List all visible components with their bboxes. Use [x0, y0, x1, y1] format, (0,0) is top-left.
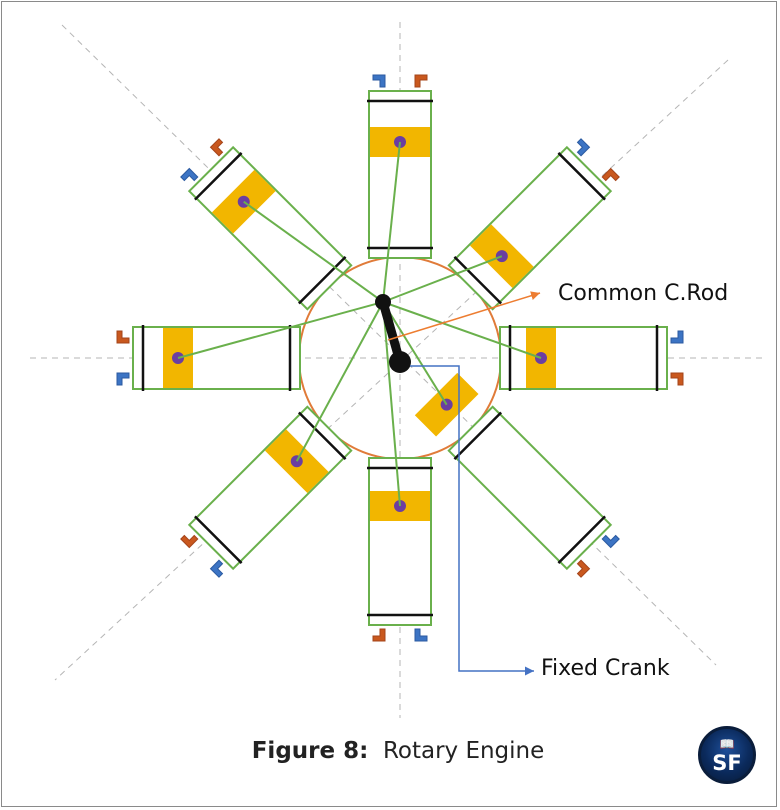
- common-rod-label: Common C.Rod: [558, 281, 729, 306]
- figure-number: Figure 8:: [251, 738, 369, 764]
- crank-group: [375, 294, 411, 373]
- valve-intake-right: [670, 330, 684, 344]
- cylinder-right-body: [499, 326, 668, 390]
- cylinder-upper-right-base-line: [453, 255, 503, 305]
- master-rod-hub: [375, 294, 391, 310]
- valve-intake-upper-right: [576, 138, 591, 157]
- cylinder-upper-right-head-line: [557, 152, 606, 201]
- valve-exhaust-left: [116, 330, 130, 344]
- valve-exhaust-top: [414, 74, 428, 88]
- valve-exhaust-lower-left: [180, 534, 199, 549]
- figure-title: Rotary Engine: [382, 738, 545, 764]
- sf-logo-letters: SF: [712, 751, 742, 775]
- rod-upper-left: [243, 200, 384, 303]
- cylinder-right: [499, 325, 684, 391]
- rod-left: [177, 301, 384, 359]
- cylinder-bottom: [367, 457, 433, 642]
- cylinder-left: [116, 325, 301, 391]
- common-rod-arrow: [387, 291, 541, 341]
- valve-intake-upper-left: [180, 167, 199, 182]
- cylinder-upper-left: [180, 138, 353, 311]
- sf-logo: 📖 SF: [698, 726, 756, 784]
- cylinder-left-body: [132, 326, 301, 390]
- cylinder-lower-right-body: [447, 405, 613, 571]
- valve-intake-lower-right: [601, 534, 620, 549]
- valve-intake-lower-left: [209, 559, 224, 578]
- valve-exhaust-lower-right: [576, 559, 591, 578]
- cylinder-top-body: [368, 90, 432, 259]
- valve-intake-bottom: [414, 628, 428, 642]
- cylinder-lower-left-base-line: [297, 411, 347, 461]
- cylinder-lower-left-head-line: [194, 515, 243, 564]
- valve-exhaust-right: [670, 372, 684, 386]
- cylinder-lower-left: [180, 405, 353, 578]
- guide-diagonal-1: [61, 24, 717, 666]
- rod-right: [382, 301, 542, 359]
- cylinder-upper-left-base-line: [297, 255, 347, 305]
- cylinder-upper-left-body: [187, 145, 353, 311]
- fixed-crank-label: Fixed Crank: [541, 656, 670, 681]
- callouts-group: [387, 291, 541, 676]
- valve-intake-left: [116, 372, 130, 386]
- cylinder-upper-right-body: [447, 145, 613, 311]
- cylinder-bottom-body: [368, 457, 432, 626]
- valve-intake-top: [372, 74, 386, 88]
- rod-lower-left: [295, 301, 384, 462]
- valve-exhaust-upper-left: [209, 138, 224, 157]
- rod-lower-right: [382, 301, 448, 406]
- cylinder-lower-right-head-line: [557, 515, 606, 564]
- cylinder-upper-left-head-line: [194, 152, 243, 201]
- connecting-rods-group: [177, 141, 542, 507]
- rod-top: [382, 141, 401, 303]
- guide-diagonal-2: [54, 59, 729, 681]
- fixed-crank-pin: [389, 351, 411, 373]
- rod-upper-right: [382, 255, 503, 303]
- figure-caption: Figure 8: Rotary Engine: [0, 738, 780, 764]
- cylinder-lower-right-base-line: [453, 411, 503, 461]
- book-icon: 📖: [719, 737, 735, 751]
- fixed-crank-arrow: [410, 365, 534, 676]
- cylinder-top: [367, 74, 433, 259]
- cylinder-lower-left-body: [187, 405, 353, 571]
- valve-exhaust-bottom: [372, 628, 386, 642]
- rod-bottom: [382, 301, 401, 507]
- valve-exhaust-upper-right: [601, 167, 620, 182]
